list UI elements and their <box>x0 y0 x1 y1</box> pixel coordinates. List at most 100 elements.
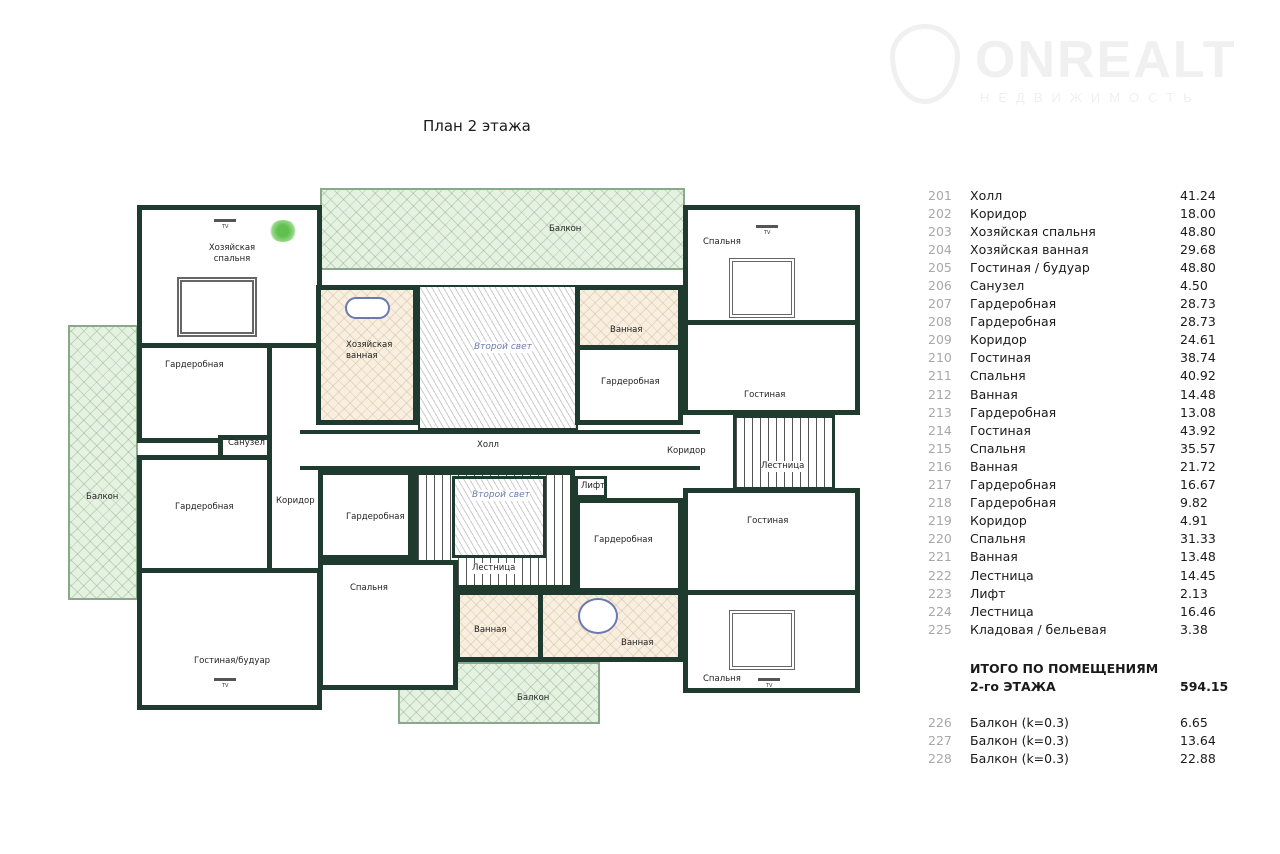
total-area: ИТОГО ПО ПОМЕЩЕНИЯМ 2-го ЭТАЖА 594.15 <box>928 659 1240 695</box>
total-label-line2: 2-го ЭТАЖА <box>970 678 1056 694</box>
room-number: 226 <box>928 714 952 730</box>
label-lift: Лифт <box>581 481 606 491</box>
label-second-light-1: Второй свет <box>474 342 532 353</box>
room-number: 216 <box>928 458 952 474</box>
room-name: Ванная <box>970 549 1018 565</box>
room-area: 21.72 <box>1180 458 1216 474</box>
room-area: 9.82 <box>1180 495 1208 511</box>
room-name: Спальня <box>970 368 1026 384</box>
room-number: 214 <box>928 422 952 438</box>
room-name: Гостиная <box>970 422 1031 438</box>
room-name: Коридор <box>970 205 1027 221</box>
room-area: 40.92 <box>1180 368 1216 384</box>
room-name: Лестница <box>970 567 1034 583</box>
label-wc: Санузел <box>228 438 265 448</box>
room-area: 6.65 <box>1180 714 1208 730</box>
room-area: 29.68 <box>1180 241 1216 257</box>
room-number: 206 <box>928 278 952 294</box>
room-name: Санузел <box>970 278 1025 294</box>
room-number: 215 <box>928 440 952 456</box>
tv-icon: TV <box>213 219 238 230</box>
room-number: 203 <box>928 223 952 239</box>
room-number: 204 <box>928 241 952 257</box>
bed-icon <box>729 258 795 318</box>
room-area: 48.80 <box>1180 259 1216 275</box>
total-label-line1: ИТОГО ПО ПОМЕЩЕНИЯМ <box>970 660 1159 676</box>
label-living-bottom-right: Гостиная <box>747 516 789 526</box>
room-name: Гостиная <box>970 350 1031 366</box>
room-number: 221 <box>928 549 952 565</box>
hall <box>300 430 700 470</box>
label-second-light-2: Второй свет <box>472 490 530 501</box>
onrealt-watermark-logo: ONREALT НЕДВИЖИМОСТЬ <box>880 24 1250 114</box>
label-master-bath: Хозяйская ванная <box>346 340 393 361</box>
label-stairs-center: Лестница <box>472 563 516 574</box>
room-area: 2.13 <box>1180 585 1208 601</box>
room-name: Балкон (k=0.3) <box>970 750 1069 766</box>
second-light-void-2 <box>452 476 546 558</box>
label-living-boudoir: Гостиная/будуар <box>194 656 271 666</box>
room-lift <box>575 476 607 498</box>
total-area-value: 594.15 <box>1180 678 1229 694</box>
room-name: Гардеробная <box>970 477 1057 493</box>
room-name: Лифт <box>970 585 1006 601</box>
bathtub-icon <box>345 297 390 319</box>
table-row: 226 Балкон (k=0.3) 6.65 <box>928 713 1240 731</box>
balcony-top <box>320 188 685 270</box>
label-wardrobe-2: Гардеробная <box>175 502 234 512</box>
label-bath-small: Ванная <box>474 625 507 635</box>
label-wardrobe-top-right: Гардеробная <box>601 377 660 387</box>
room-name: Гардеробная <box>970 296 1057 312</box>
room-wardrobe-top-right <box>575 345 683 425</box>
room-wardrobe-center-left <box>318 470 413 560</box>
room-name: Кладовая / бельевая <box>970 621 1107 637</box>
label-corridor-left: Коридор <box>276 496 315 506</box>
round-bathtub-icon <box>578 598 618 634</box>
room-area: 4.91 <box>1180 513 1208 529</box>
floor-plan: Балкон Балкон Балкон Хозяйская спальня T… <box>68 188 860 724</box>
room-area: 13.08 <box>1180 404 1216 420</box>
tv-icon: TV <box>755 225 780 236</box>
room-name: Лестница <box>970 603 1034 619</box>
room-number: 223 <box>928 585 952 601</box>
room-name: Балкон (k=0.3) <box>970 714 1069 730</box>
room-number: 222 <box>928 567 952 583</box>
label-corridor-right: Коридор <box>667 446 706 456</box>
room-number: 207 <box>928 296 952 312</box>
room-area: 4.50 <box>1180 278 1208 294</box>
watermark-brand: ONREALT <box>975 31 1237 89</box>
page-title: План 2 этажа <box>423 117 531 135</box>
room-area: 24.61 <box>1180 332 1216 348</box>
room-number: 209 <box>928 332 952 348</box>
bed-icon <box>177 277 257 337</box>
label-bath-large: Ванная <box>621 638 654 648</box>
room-area: 18.00 <box>1180 205 1216 221</box>
room-name: Спальня <box>970 531 1026 547</box>
label-wardrobe-center-right: Гардеробная <box>594 535 653 545</box>
room-area: 13.64 <box>1180 732 1216 748</box>
label-stairs-right: Лестница <box>761 461 805 472</box>
room-name: Хозяйская спальня <box>970 223 1096 239</box>
room-number: 213 <box>928 404 952 420</box>
label-bedroom-bottom-right: Спальня <box>703 674 741 684</box>
staircase-right <box>733 415 835 490</box>
label-wardrobe-center-left: Гардеробная <box>346 512 405 522</box>
room-area: 22.88 <box>1180 750 1216 766</box>
